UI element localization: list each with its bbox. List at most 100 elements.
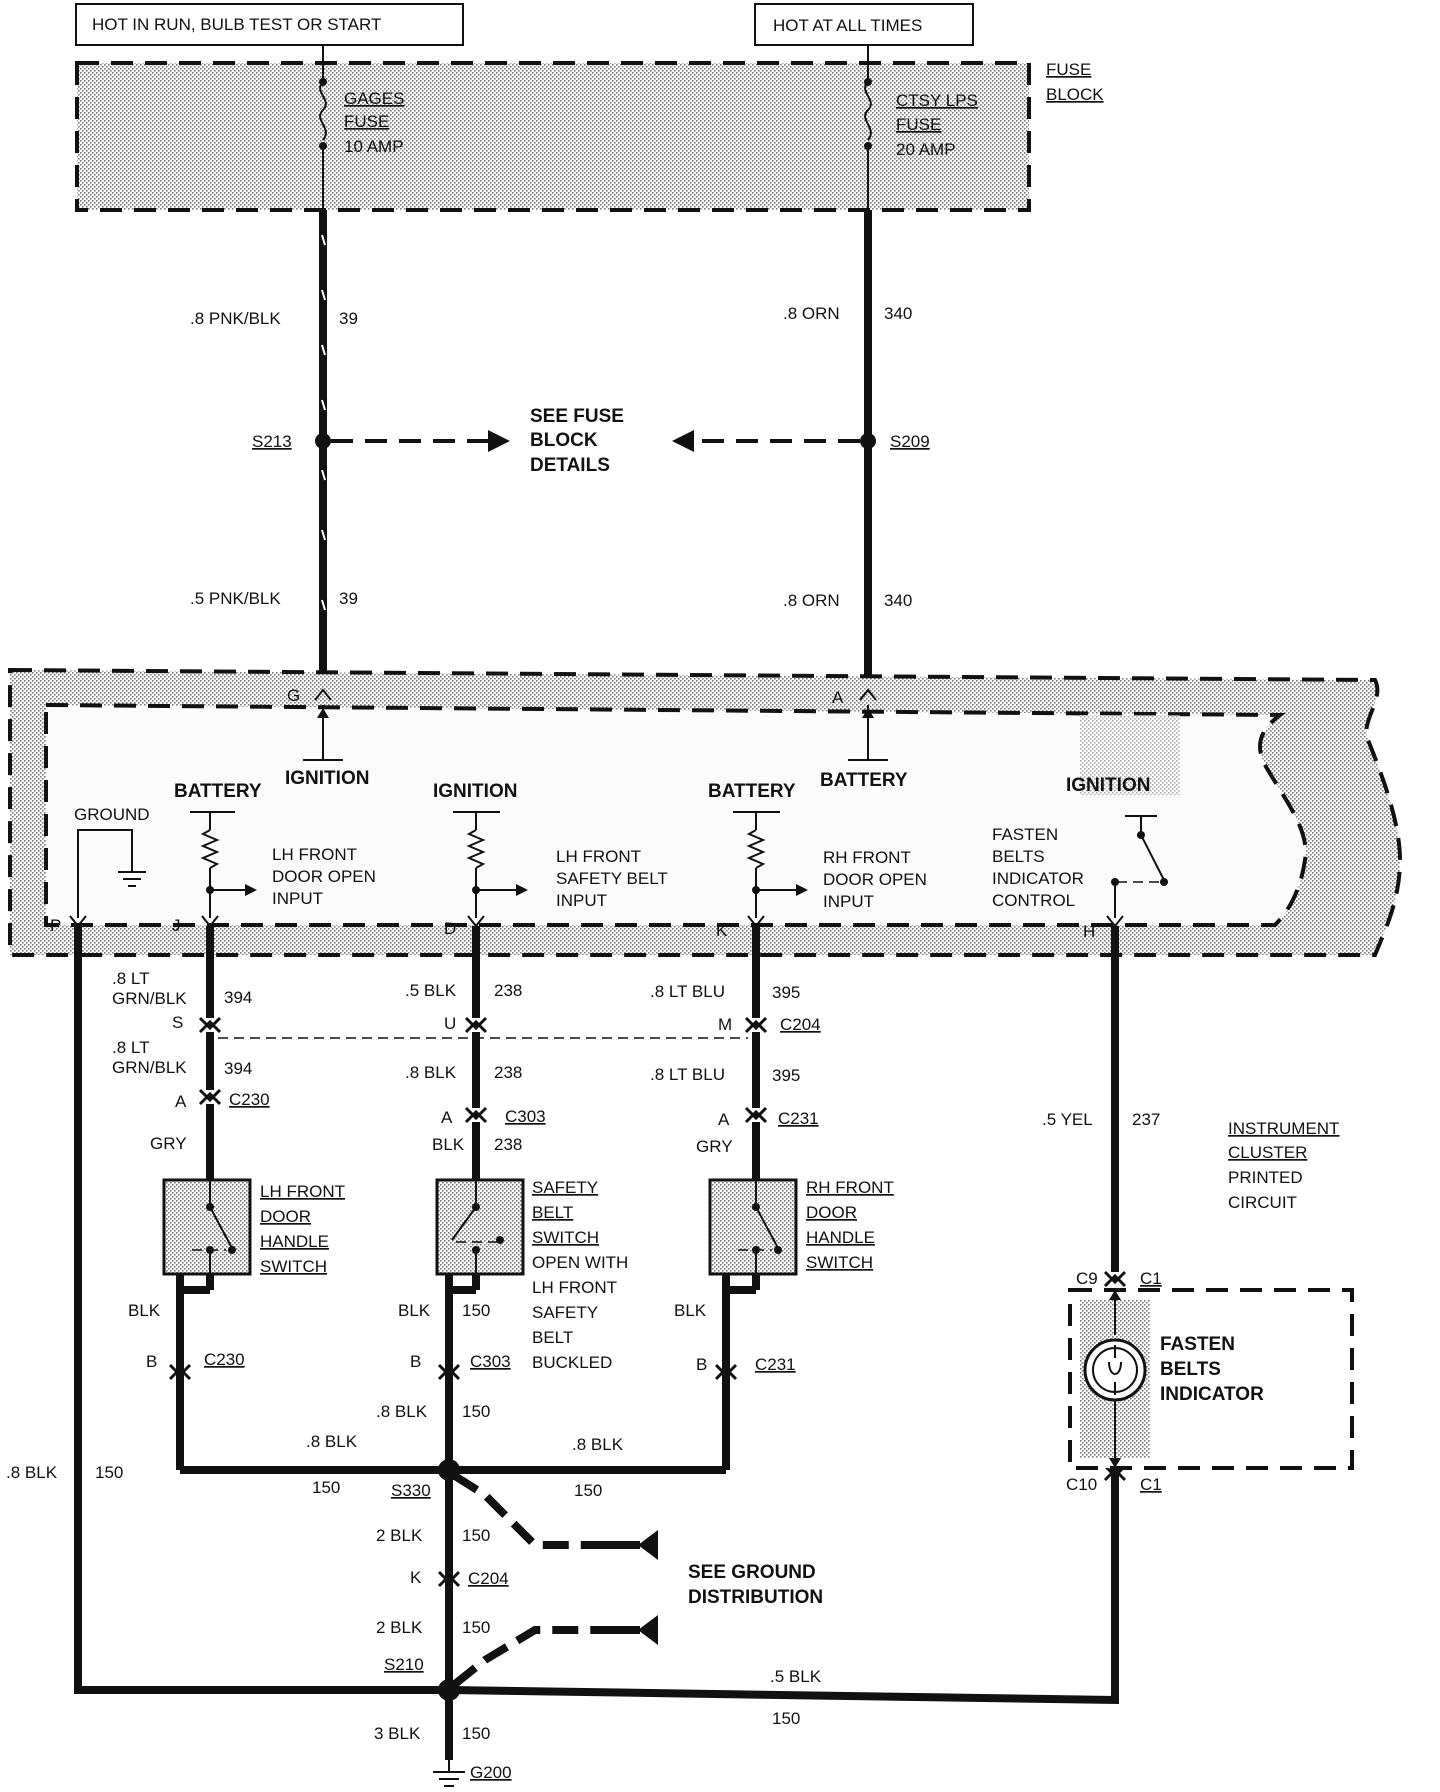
fasten-control-4: CONTROL — [992, 891, 1075, 910]
conn-c230-bot: C230 — [204, 1350, 245, 1369]
gages-fuse-name: GAGES — [344, 89, 404, 108]
internal-ground: GROUND — [74, 805, 150, 918]
lh-door-switch-label-2: DOOR — [260, 1207, 311, 1226]
cluster-label-2: CLUSTER — [1228, 1143, 1307, 1162]
lh-belt-input-2: SAFETY BELT — [556, 869, 668, 888]
conn-c204: C204 — [780, 1015, 821, 1034]
ctsy-fuse-name: CTSY LPS — [896, 91, 978, 110]
rh-door-handle-switch — [708, 1178, 798, 1276]
lh-door-input-2: DOOR OPEN — [272, 867, 376, 886]
ctsy-lps-fuse: CTSY LPS FUSE 20 AMP — [864, 45, 978, 210]
hot-at-all-times-label: HOT AT ALL TIMES — [773, 16, 922, 35]
wire-label-blk-belt: BLK — [398, 1301, 431, 1320]
wire-label-395-1: .8 LT BLU — [650, 982, 725, 1001]
battery-1: BATTERY — [174, 781, 262, 802]
fuse-block: FUSE BLOCK — [75, 60, 1104, 212]
hot-at-all-times-box: HOT AT ALL TIMES — [754, 3, 974, 46]
splice-s210-dot — [438, 1679, 460, 1701]
control-module — [8, 667, 1403, 957]
belt-switch-label-1: SAFETY — [532, 1178, 598, 1197]
rh-door-switch-label-3: HANDLE — [806, 1228, 875, 1247]
see-fuse-arrow-right — [672, 430, 860, 452]
pin-d: D — [444, 919, 456, 938]
pin-a: A — [832, 688, 844, 707]
fasten-control-2: BELTS — [992, 847, 1045, 866]
cluster-label-3: PRINTED — [1228, 1168, 1303, 1187]
fuse-block-label-line2: BLOCK — [1046, 85, 1104, 104]
see-fuse-line3: DETAILS — [530, 455, 610, 476]
belt-note-5: BUCKLED — [532, 1353, 612, 1372]
belt-note-4: BELT — [532, 1328, 573, 1347]
conn-a-1: A — [175, 1092, 187, 1111]
wire-label-blk-lh: BLK — [128, 1301, 161, 1320]
wire-label-395-2: .8 LT BLU — [650, 1065, 725, 1084]
splice-s209-dot — [860, 433, 876, 449]
fasten-control-1: FASTEN — [992, 825, 1058, 844]
wire-label-lt-grn-1b: GRN/BLK — [112, 989, 187, 1008]
wire-label-blk-right-bus: .8 BLK — [572, 1435, 624, 1454]
wire-num-238-1: 238 — [494, 981, 522, 1000]
safety-belt-switch — [435, 1178, 525, 1276]
wire-num-pnk-lower: 39 — [339, 589, 358, 608]
ground-g200-icon — [433, 1760, 465, 1787]
wire-label-blk-rh: BLK — [674, 1301, 707, 1320]
wire-label-238-2: .8 BLK — [405, 1063, 457, 1082]
pullup-resistor-rh-door — [733, 811, 808, 918]
belt-note-1: OPEN WITH — [532, 1253, 628, 1272]
indicator-control-switch — [1111, 815, 1168, 918]
wire-num-outer-left: 150 — [95, 1463, 123, 1482]
conn-a-3: A — [718, 1110, 730, 1129]
wire-label-blk-150a: .8 BLK — [376, 1402, 428, 1421]
hot-in-run-label: HOT IN RUN, BULB TEST OR START — [92, 15, 381, 34]
lh-door-switch-label-4: SWITCH — [260, 1257, 327, 1276]
wire-label-pnk-lower: .5 PNK/BLK — [190, 589, 281, 608]
wire-label-3blk: 3 BLK — [374, 1724, 421, 1743]
wire-num-orn-lower: 340 — [884, 591, 912, 610]
wire-150-indicator-ground — [448, 1468, 1119, 1705]
wire-label-gry-right: GRY — [696, 1137, 733, 1156]
wire-num-05blk: 150 — [772, 1709, 800, 1728]
see-ground-arrow-lower — [452, 1615, 658, 1688]
pin-p: P — [50, 916, 61, 935]
see-ground-line2: DISTRIBUTION — [688, 1587, 823, 1608]
wire-label-lt-grn-1a: .8 LT — [112, 969, 149, 988]
conn-c303-bot: C303 — [470, 1352, 511, 1371]
conn-c230-top: C230 — [229, 1090, 270, 1109]
indicator-label-2: BELTS — [1160, 1359, 1221, 1380]
wire-label-05blk: .5 BLK — [770, 1667, 822, 1686]
see-fuse-line2: BLOCK — [530, 430, 598, 451]
wire-num-3blk: 150 — [462, 1724, 490, 1743]
conn-m: M — [718, 1015, 732, 1034]
splice-s330-dot — [438, 1459, 460, 1481]
conn-b-2: B — [410, 1352, 421, 1371]
wire-label-blk-left-bus: .8 BLK — [306, 1432, 358, 1451]
wire-label-pnk-upper: .8 PNK/BLK — [190, 309, 281, 328]
wire-label-lt-grn-2a: .8 LT — [112, 1038, 149, 1057]
wire-num-395-2: 395 — [772, 1066, 800, 1085]
rh-door-input-3: INPUT — [823, 892, 874, 911]
see-fuse-line1: SEE FUSE — [530, 406, 624, 427]
rh-door-switch-label-1: RH FRONT — [806, 1178, 894, 1197]
conn-c231-bot: C231 — [755, 1355, 796, 1374]
indicator-label-3: INDICATOR — [1160, 1384, 1264, 1405]
wire-num-395-1: 395 — [772, 983, 800, 1002]
fasten-belts-indicator — [1068, 1288, 1354, 1470]
ignition-3: IGNITION — [1066, 775, 1150, 796]
lh-door-input-3: INPUT — [272, 889, 323, 908]
wire-label-gry-left: GRY — [150, 1134, 187, 1153]
pullup-resistor-lh-belt — [453, 811, 528, 918]
lh-belt-input-1: LH FRONT — [556, 847, 641, 866]
cluster-label-1: INSTRUMENT — [1228, 1119, 1339, 1138]
pullup-resistor-lh-door — [190, 811, 257, 918]
battery-2: BATTERY — [820, 770, 908, 791]
rh-door-input-1: RH FRONT — [823, 848, 911, 867]
conn-c9: C9 — [1076, 1269, 1098, 1288]
wire-label-238-3: BLK — [432, 1135, 465, 1154]
fasten-control-3: INDICATOR — [992, 869, 1084, 888]
belt-switch-label-3: SWITCH — [532, 1228, 599, 1247]
battery-3: BATTERY — [708, 781, 796, 802]
pin-g: G — [287, 686, 300, 705]
wire-num-pnk-upper: 39 — [339, 309, 358, 328]
see-ground-arrow-upper — [452, 1472, 658, 1560]
